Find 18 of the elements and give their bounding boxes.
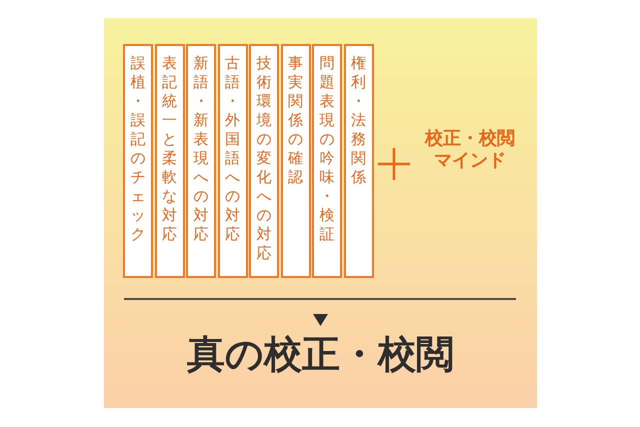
item-text: 問題表現の吟味・検証 [320, 54, 334, 244]
item-text: 技術環境の変化への対応 [256, 54, 272, 263]
item-card [280, 44, 310, 278]
item-text: 事実関係の確認 [288, 54, 303, 187]
item-card [312, 44, 342, 278]
item-text: 古語・外国語への対応 [225, 54, 240, 244]
item-text: 表記統一と柔軟な対応 [162, 54, 177, 244]
item-card [123, 44, 153, 278]
item-card [218, 44, 248, 278]
item-card [249, 44, 279, 278]
item-text: 権利・法務関係 [351, 54, 366, 187]
item-card [186, 44, 216, 278]
mind-label: 校正・校閲マインド [424, 128, 516, 172]
item-text: 新語・新表現への対応 [194, 54, 208, 244]
item-text: 誤植・誤記のチェック [130, 54, 146, 244]
result-heading: 真の校正・校閲 [186, 331, 455, 378]
item-card [154, 44, 184, 278]
item-card [344, 44, 374, 278]
